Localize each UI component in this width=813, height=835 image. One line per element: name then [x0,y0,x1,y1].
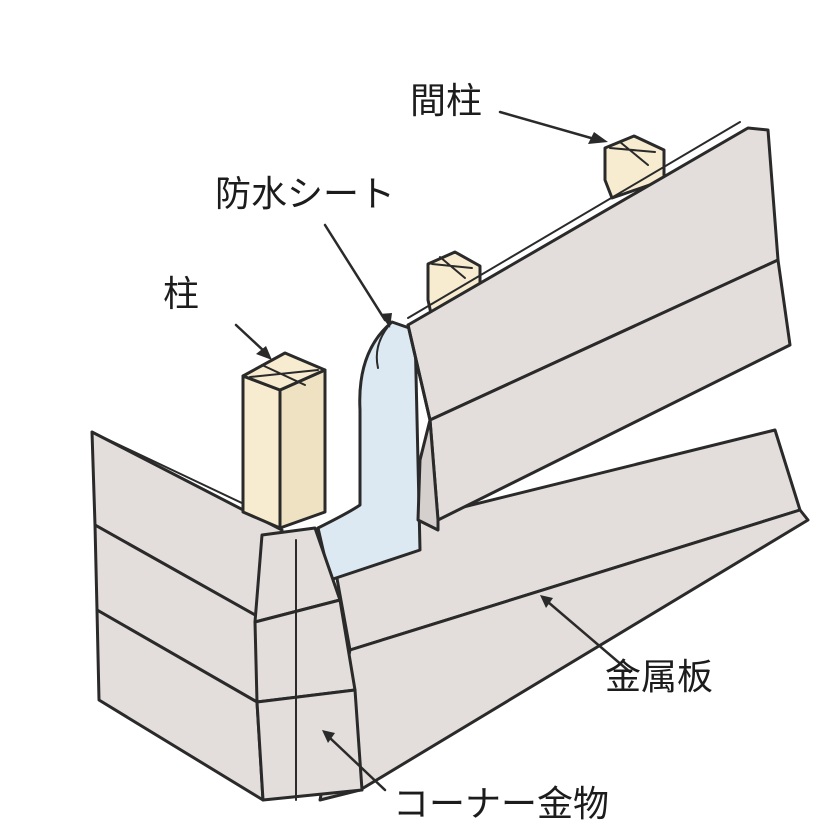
label-corner-fitting: コーナー金物 [393,784,610,825]
left-wall-panels [90,430,284,802]
corner-fitting-bottom [255,688,364,802]
arrow-corner-fitting [328,736,387,792]
waterproof-sheet [316,320,422,582]
post-side-right [278,368,327,530]
label-post: 柱 [163,274,200,315]
post-top-cross [249,364,319,386]
arrow-metal-panel [546,600,632,674]
arrow-heads [256,132,608,743]
post [241,351,327,530]
right-panel-top-edge [407,121,741,319]
corner-fitting [253,526,364,802]
label-intermediate-post: 間柱 [410,81,483,122]
label-waterproof-sheet: 防水シート [215,174,396,215]
post-side-left [241,374,282,530]
label-metal-panel: 金属板 [605,657,714,698]
post-top [241,351,327,392]
arrow-waterproof-sheet [323,223,387,322]
leader-lines [234,110,632,792]
right-panel-side [406,323,440,532]
arrow-intermediate-post [498,110,600,142]
arrow-post [234,323,267,354]
